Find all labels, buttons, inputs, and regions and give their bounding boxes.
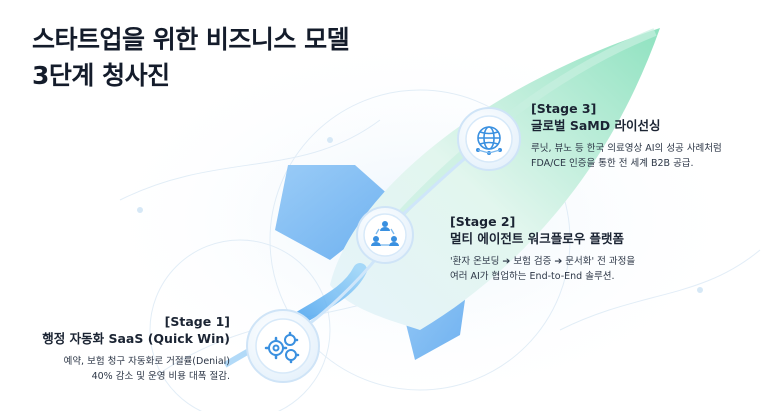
stage-2-desc-line1: '환자 온보딩 ➔ 보험 검증 ➔ 문서화' 전 과정을	[450, 256, 636, 267]
stage-2-desc-line2: 여러 AI가 협업하는 End-to-End 솔루션.	[450, 271, 615, 282]
stage-3-description: 루닛, 뷰노 등 한국 의료영상 AI의 성공 사례처럼 FDA/CE 인증을 …	[531, 141, 771, 171]
stage-2-name: 멀티 에이전트 워크플로우 플랫폼	[450, 231, 625, 246]
stage-3: [Stage 3] 글로벌 SaMD 라이선싱 루닛, 뷰노 등 한국 의료영상…	[531, 100, 771, 171]
stage-2: [Stage 2] 멀티 에이전트 워크플로우 플랫폼 '환자 온보딩 ➔ 보험…	[450, 213, 690, 284]
agents-network-icon	[356, 206, 414, 264]
globe-network-icon	[457, 107, 521, 171]
stage-3-desc-line1: 루닛, 뷰노 등 한국 의료영상 AI의 성공 사례처럼	[531, 143, 722, 154]
stage-3-tag: [Stage 3]	[531, 101, 597, 116]
gears-icon	[246, 309, 320, 383]
page-title: 스타트업을 위한 비즈니스 모델 3단계 청사진	[32, 22, 350, 94]
stage-2-tag: [Stage 2]	[450, 214, 516, 229]
stage-1-node	[245, 308, 321, 384]
stage-1-desc-line2: 40% 감소 및 운영 비용 대폭 절감.	[91, 371, 230, 382]
page-title-line2: 3단계 청사진	[32, 61, 170, 90]
stage-1-desc-line1: 예약, 보험 청구 자동화로 거절률(Denial)	[63, 356, 230, 367]
stage-2-node	[355, 205, 415, 265]
stage-1-name: 행정 자동화 SaaS (Quick Win)	[42, 331, 230, 346]
stage-1-description: 예약, 보험 청구 자동화로 거절률(Denial) 40% 감소 및 운영 비…	[24, 354, 230, 384]
stage-2-description: '환자 온보딩 ➔ 보험 검증 ➔ 문서화' 전 과정을 여러 AI가 협업하는…	[450, 254, 690, 284]
stage-1: [Stage 1] 행정 자동화 SaaS (Quick Win) 예약, 보험…	[24, 313, 230, 384]
stage-3-name: 글로벌 SaMD 라이선싱	[531, 118, 661, 133]
stage-3-desc-line2: FDA/CE 인증을 통한 전 세계 B2B 공급.	[531, 158, 694, 169]
stage-1-tag: [Stage 1]	[164, 314, 230, 329]
stage-3-node	[456, 106, 522, 172]
page-title-line1: 스타트업을 위한 비즈니스 모델	[32, 25, 350, 54]
